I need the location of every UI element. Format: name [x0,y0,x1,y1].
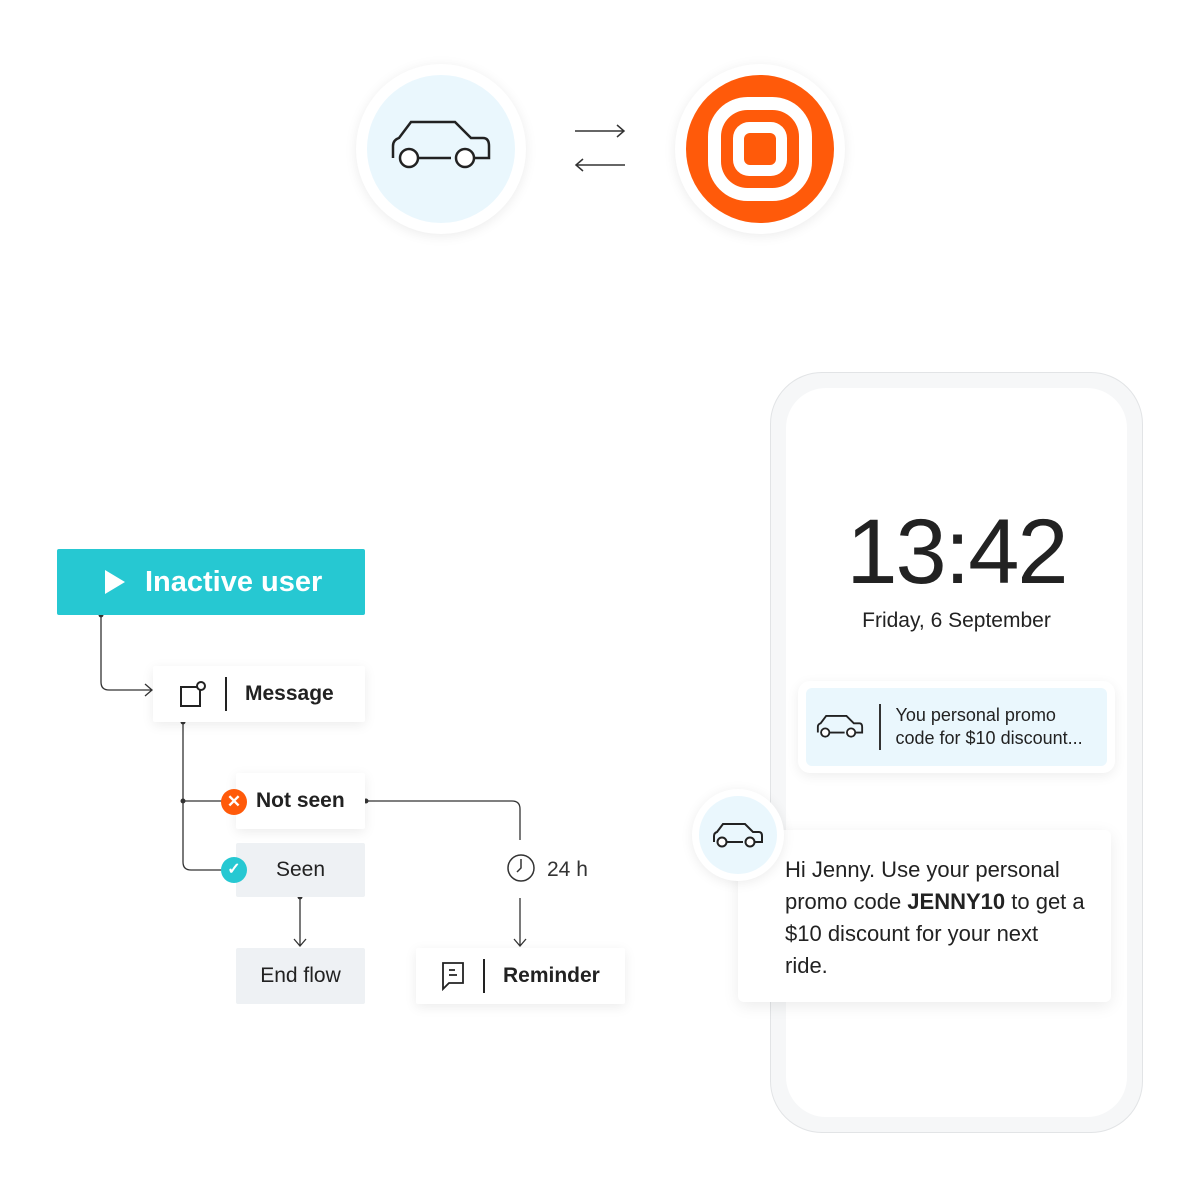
reminder-label: Reminder [503,964,600,987]
message-node[interactable]: Message [153,666,365,722]
not-seen-node[interactable]: Not seen [236,773,365,829]
play-icon [105,570,125,594]
trigger-label: Inactive user [145,565,323,598]
end-flow-node[interactable]: End flow [236,948,365,1004]
end-flow-label: End flow [260,964,341,987]
lock-time: 13:42 [846,501,1068,603]
seen-node[interactable]: Seen [236,843,365,897]
chat-bubble: Hi Jenny. Use your personal promo code J… [738,830,1111,1002]
seen-label: Seen [275,858,326,881]
car-icon [713,823,763,848]
sync-arrows-icon [574,124,626,172]
notification-card[interactable]: You personal promo code for $10 discount… [798,681,1115,773]
notification-line-1: You personal promo [895,705,1056,725]
clock-icon [507,854,535,882]
chat-icon [442,962,464,991]
notification-line-2: code for $10 discount... [895,728,1083,748]
message-label: Message [245,682,334,705]
brand-logo [675,64,845,234]
chat-text-end: to get a $10 discount for your next ride… [785,889,1085,978]
x-circle-icon: ✕ [221,789,247,815]
trigger-inactive-user[interactable]: Inactive user [57,549,365,615]
delay-label: 24 h [547,858,588,881]
car-icon [816,715,864,738]
flow-connectors [98,612,527,947]
not-seen-label: Not seen [256,789,345,812]
reminder-node[interactable]: Reminder [416,948,625,1004]
divider [225,677,227,711]
chat-text-start: Hi Jenny. Use your personal promo code [785,857,1060,914]
lock-date: Friday, 6 September [862,609,1051,632]
promo-code: JENNY10 [907,889,1006,914]
divider [483,959,485,993]
car-icon [391,120,491,169]
check-circle-icon: ✓ [221,857,247,883]
message-icon [180,681,206,707]
sender-avatar [692,789,784,881]
car-app-logo [356,64,526,234]
